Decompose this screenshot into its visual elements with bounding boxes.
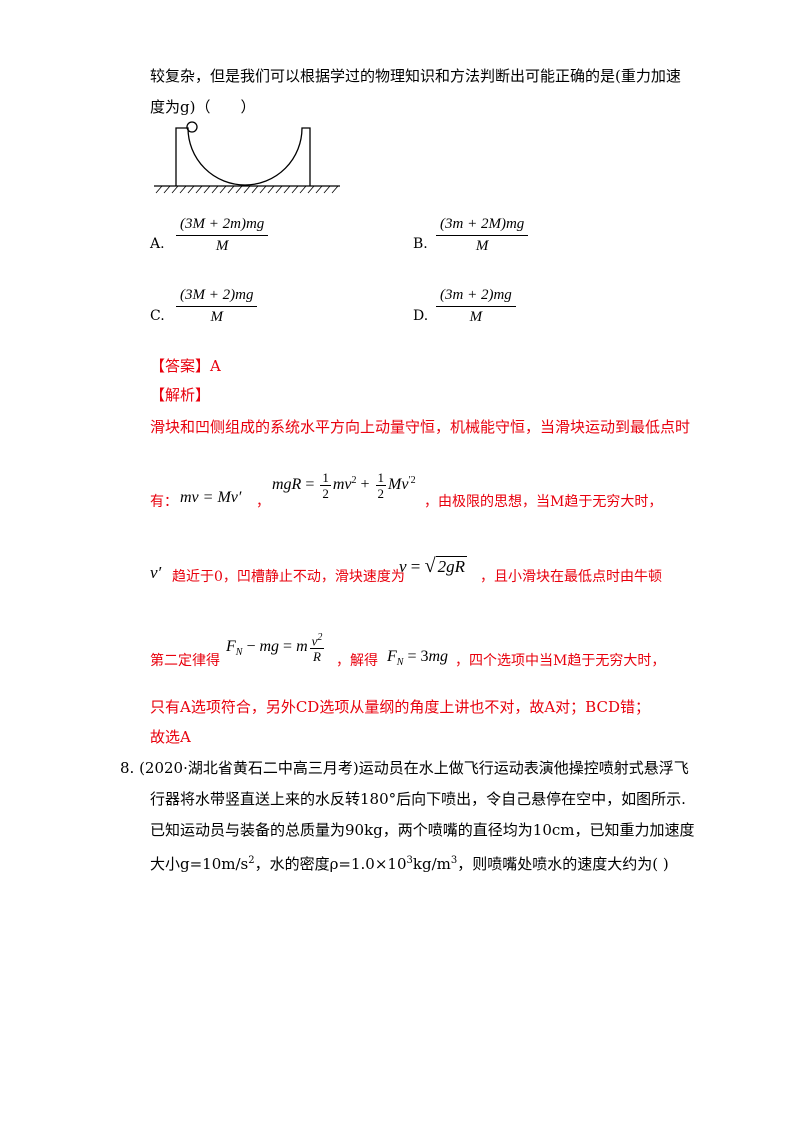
momentum-equation: mv = Mv′ <box>180 489 242 506</box>
analysis-text: 第二定律得 <box>150 653 220 669</box>
option-c-label: C. <box>150 308 165 324</box>
answer-label: 【答案】A <box>150 357 221 375</box>
analysis-text: ， <box>256 494 270 510</box>
option-a-formula: (3M + 2m)mg M <box>176 216 269 255</box>
analysis-label: 【解析】 <box>150 386 211 404</box>
analysis-text: ，由极限的思想，当M趋于无穷大时， <box>424 494 663 510</box>
analysis-text: 有： <box>150 494 178 510</box>
option-d-label: D. <box>413 308 429 324</box>
question-8-line: 已知运动员与装备的总质量为90kg，两个喷嘴的直径均为10cm，已知重力加速度 <box>150 821 695 839</box>
v-prime-symbol: v′ <box>150 563 162 582</box>
analysis-line: 滑块和凹侧组成的系统水平方向上动量守恒，机械能守恒，当滑块运动到最低点时 <box>150 418 691 436</box>
question-text-line: 度为g)（ ） <box>150 98 256 116</box>
normal-force-result: FN = 3mg <box>387 648 449 669</box>
groove-figure <box>154 121 340 194</box>
velocity-formula: v = √2gR <box>399 555 468 577</box>
analysis-text: ，解得 <box>336 653 378 669</box>
option-b-label: B. <box>413 236 428 252</box>
conclusion-line: 故选A <box>150 728 191 746</box>
question-8-line: 8. (2020·湖北省黄石二中高三月考)运动员在水上做飞行运动表演他操控喷射式… <box>120 759 689 777</box>
analysis-text: ，四个选项中当M趋于无穷大时， <box>455 653 666 669</box>
option-d-formula: (3m + 2)mg M <box>436 287 516 326</box>
analysis-line: 只有A选项符合，另外CD选项从量纲的角度上讲也不对，故A对；BCD错； <box>150 698 650 716</box>
question-text-line: 较复杂，但是我们可以根据学过的物理知识和方法判断出可能正确的是(重力加速 <box>150 67 681 85</box>
option-b-formula: (3m + 2M)mg M <box>436 216 529 255</box>
option-a-label: A. <box>150 236 165 252</box>
question-8-line: 行器将水带竖直送上来的水反转180°后向下喷出，令自己悬停在空中，如图所示. <box>150 790 686 808</box>
question-8-line: 大小g=10m/s2，水的密度ρ=1.0×103kg/m3，则喷嘴处喷水的速度大… <box>150 855 669 873</box>
analysis-text: 趋近于0，凹槽静止不动，滑块速度为 <box>172 569 405 585</box>
analysis-text: ，且小滑块在最低点时由牛顿 <box>480 569 662 585</box>
option-c-formula: (3M + 2)mg M <box>176 287 258 326</box>
